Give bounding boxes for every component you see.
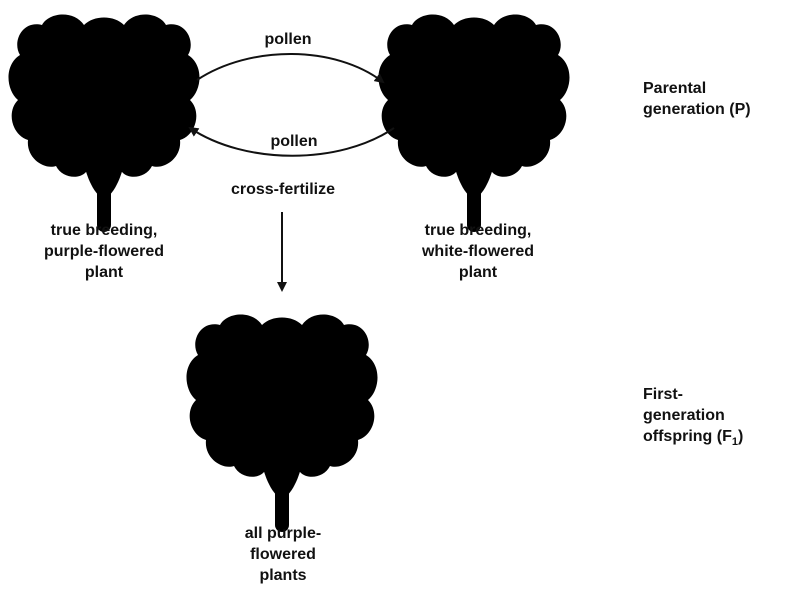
pollen-arrow-right [196,53,385,84]
pollen-label-bottom: pollen [270,133,318,150]
generation-line: offspring (F1) [643,426,793,449]
cross-fertilize-label: cross-fertilize [230,181,336,198]
offspring-flower-icon [186,314,378,532]
parental-generation-label: Parental generation (P) [643,78,793,120]
caption-line: true breeding, [424,222,532,239]
white-flower-icon [378,14,570,233]
generation-line: Parental [643,80,707,97]
caption-line: plants [259,567,307,584]
caption-line: true breeding, [50,222,158,239]
first-generation-label: First- generation offspring (F1) [643,384,793,449]
generation-text: offspring (F [643,428,732,445]
generation-line: First- [643,386,683,403]
purple-parent-caption: true breeding, purple-flowered plant [24,220,184,283]
caption-line: flowered [250,546,316,563]
caption-line: purple-flowered [43,243,164,260]
generation-text-end: ) [738,428,744,445]
caption-line: all purple- [244,525,322,542]
generation-line: generation [643,407,725,424]
caption-line: plant [458,264,498,281]
pollen-arrow-left [188,126,395,157]
generation-line: generation (P) [643,101,751,118]
offspring-caption: all purple- flowered plants [218,523,348,586]
generation-subscript: 1 [731,436,738,449]
white-parent-caption: true breeding, white-flowered plant [398,220,558,283]
pollen-label-top: pollen [264,31,312,48]
caption-line: white-flowered [421,243,534,260]
caption-line: plant [84,264,124,281]
purple-flower-icon [8,14,200,233]
